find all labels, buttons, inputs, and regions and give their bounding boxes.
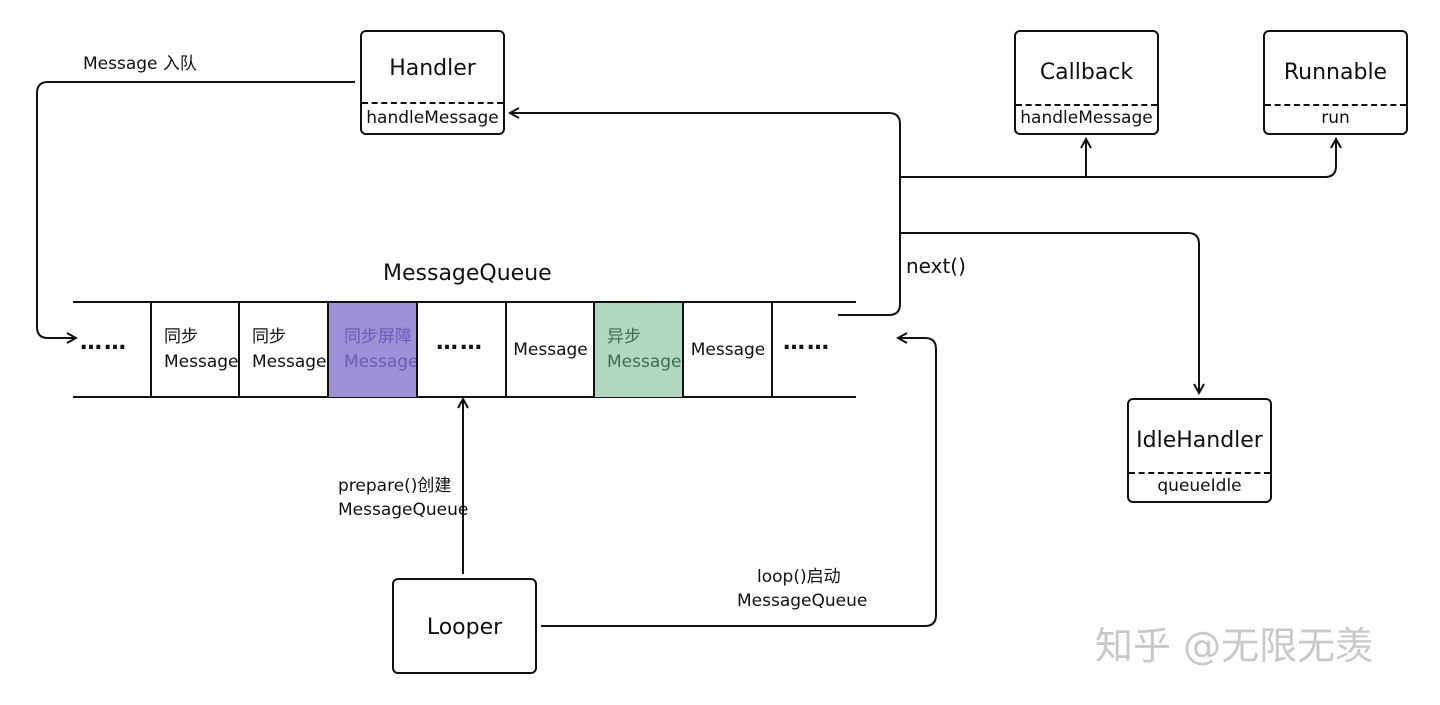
idle-handler-divider — [1129, 472, 1270, 474]
queue-cell-line2: Message — [513, 339, 588, 360]
queue-cell-sync-2: 同步 Message — [238, 303, 328, 397]
loop-label-line2: MessageQueue — [737, 591, 868, 611]
queue-cell-line1: 同步 — [164, 327, 198, 347]
runnable-method: run — [1321, 108, 1350, 128]
queue-cell-sync-barrier: 同步屏障 Message — [327, 303, 419, 397]
idle-handler-box: IdleHandler queueIdle — [1127, 398, 1272, 503]
queue-cell-message-1: Message — [505, 303, 594, 397]
handler-divider — [362, 102, 503, 104]
enqueue-label: Message 入队 — [83, 54, 197, 74]
queue-cell-sync-1: 同步 Message — [150, 303, 239, 397]
handler-title: Handler — [389, 56, 476, 81]
handler-method: handleMessage — [366, 108, 499, 128]
queue-cell-line2: Message — [344, 352, 419, 372]
queue-cell-message-2: Message — [682, 303, 772, 397]
queue-ellipsis-right: …… — [783, 330, 831, 355]
queue-title: MessageQueue — [383, 261, 552, 286]
queue-cell-line1: 同步屏障 — [344, 327, 412, 347]
callback-box: Callback handleMessage — [1014, 30, 1159, 135]
looper-title: Looper — [426, 615, 503, 640]
queue-cell-end-divider — [771, 303, 785, 397]
callback-title: Callback — [1039, 60, 1134, 85]
queue-ellipsis-left: …… — [80, 330, 128, 355]
runnable-title: Runnable — [1283, 60, 1388, 85]
queue-cell-line2: Message — [607, 352, 682, 372]
queue-cell-line1: 同步 — [252, 327, 286, 347]
queue-ellipsis-middle: …… — [436, 330, 484, 355]
queue-cell-line2: Message — [690, 339, 766, 360]
looper-box: Looper — [392, 578, 537, 674]
next-label: next() — [906, 254, 966, 278]
queue-cell-line2: Message — [164, 352, 239, 372]
queue-cell-gap — [416, 303, 506, 397]
watermark: 知乎 @无限无羡 — [1095, 624, 1374, 668]
runnable-box: Runnable run — [1263, 30, 1408, 135]
queue-cell-line1: 异步 — [607, 327, 641, 347]
prepare-label-line1: prepare()创建 — [338, 476, 452, 496]
prepare-label-line2: MessageQueue — [338, 500, 469, 520]
idle-handler-title: IdleHandler — [1136, 428, 1263, 453]
loop-label-line1: loop()启动 — [757, 567, 841, 587]
queue-cell-async: 异步 Message — [593, 303, 683, 397]
idle-handler-method: queueIdle — [1157, 476, 1242, 496]
runnable-divider — [1265, 104, 1406, 106]
callback-divider — [1016, 104, 1157, 106]
handler-box: Handler handleMessage — [360, 30, 505, 135]
callback-method: handleMessage — [1020, 108, 1153, 128]
queue-cell-line2: Message — [252, 352, 327, 372]
